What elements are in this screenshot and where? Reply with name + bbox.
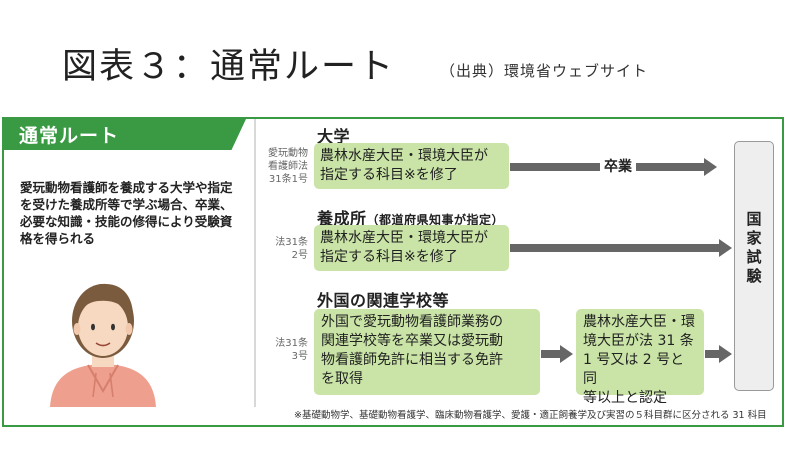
box-line: 農林水産大臣・環境大臣が [320,148,488,164]
box-university-courses: 農林水産大臣・環境大臣が 指定する科目※を修了 [314,143,509,189]
law-ref-foreign: 法31条 3号 [256,337,308,363]
graduation-label: 卒業 [600,156,636,176]
box-line: 指定する科目※を修了 [320,249,458,265]
law-ref-line: 法31条 [275,237,308,248]
box-line: 物看護師免許に相当する免許 [321,352,503,368]
heading-school-sub: （都道府県知事が指定） [366,213,505,227]
route-tab-label: 通常ルート [19,125,120,147]
box-line: を取得 [321,371,363,387]
box-line: 農林水産大臣・環境大臣が [320,230,488,246]
box-line: 指定する科目※を修了 [320,167,458,183]
person-illustration-icon [50,283,156,407]
box-line: 境大臣が法 31 条 [583,333,694,349]
national-exam-label: 国 家 試 験 [735,210,773,286]
national-exam-box: 国 家 試 験 [734,141,774,391]
box-foreign-license: 外国で愛玩動物看護師業務の 関連学校等を卒業又は愛玩動 物看護師免許に相当する免… [314,309,540,395]
box-line: 外国で愛玩動物看護師業務の [321,314,503,330]
law-ref-line: 法31条 [275,338,308,349]
law-ref-school: 法31条 2号 [256,236,308,262]
law-ref-line: 看護師法 [268,161,308,172]
arrow-foreign-to-approval [541,345,573,363]
box-line: 関連学校等を卒業又は愛玩動 [321,333,503,349]
page-title: 図表３：通常ルート [62,47,396,87]
law-ref-line: 3号 [291,351,308,362]
arrow-approval-to-exam [705,345,732,363]
source-credit: （出典）環境省ウェブサイト [440,62,649,80]
exam-char: 試 [746,248,762,266]
box-line: 農林水産大臣・環 [583,314,695,330]
box-line: 1 号又は 2 号と同 [583,352,685,387]
heading-university: 大学 [317,127,351,146]
law-ref-line: 愛玩動物 [268,148,308,159]
heading-school-main: 養成所 [317,209,367,228]
law-ref-line: 31条1号 [268,174,308,185]
box-school-courses: 農林水産大臣・環境大臣が 指定する科目※を修了 [314,225,509,271]
route-description: 愛玩動物看護師を養成する大学や指定を受けた養成所等で学ぶ場合、卒業、必要な知識・… [20,180,233,246]
footnote: ※基礎動物学、基礎動物看護学、臨床動物看護学、愛護・適正飼養学及び実習の５科目群… [294,410,767,421]
law-ref-university: 愛玩動物 看護師法 31条1号 [256,147,308,186]
box-line: 等以上と認定 [583,390,667,406]
exam-char: 家 [746,229,762,247]
law-ref-line: 2号 [291,250,308,261]
arrow-school-to-exam [510,239,732,257]
route-tab: 通常ルート [4,119,246,150]
heading-foreign: 外国の関連学校等 [317,291,450,310]
exam-char: 国 [746,210,762,228]
box-minister-approval: 農林水産大臣・環 境大臣が法 31 条 1 号又は 2 号と同 等以上と認定 [576,309,704,406]
heading-school: 養成所（都道府県知事が指定） [317,205,504,229]
exam-char: 験 [746,267,762,285]
panel-divider [254,119,256,407]
route-panel: 通常ルート 愛玩動物看護師を養成する大学や指定を受けた養成所等で学ぶ場合、卒業、… [2,117,784,427]
